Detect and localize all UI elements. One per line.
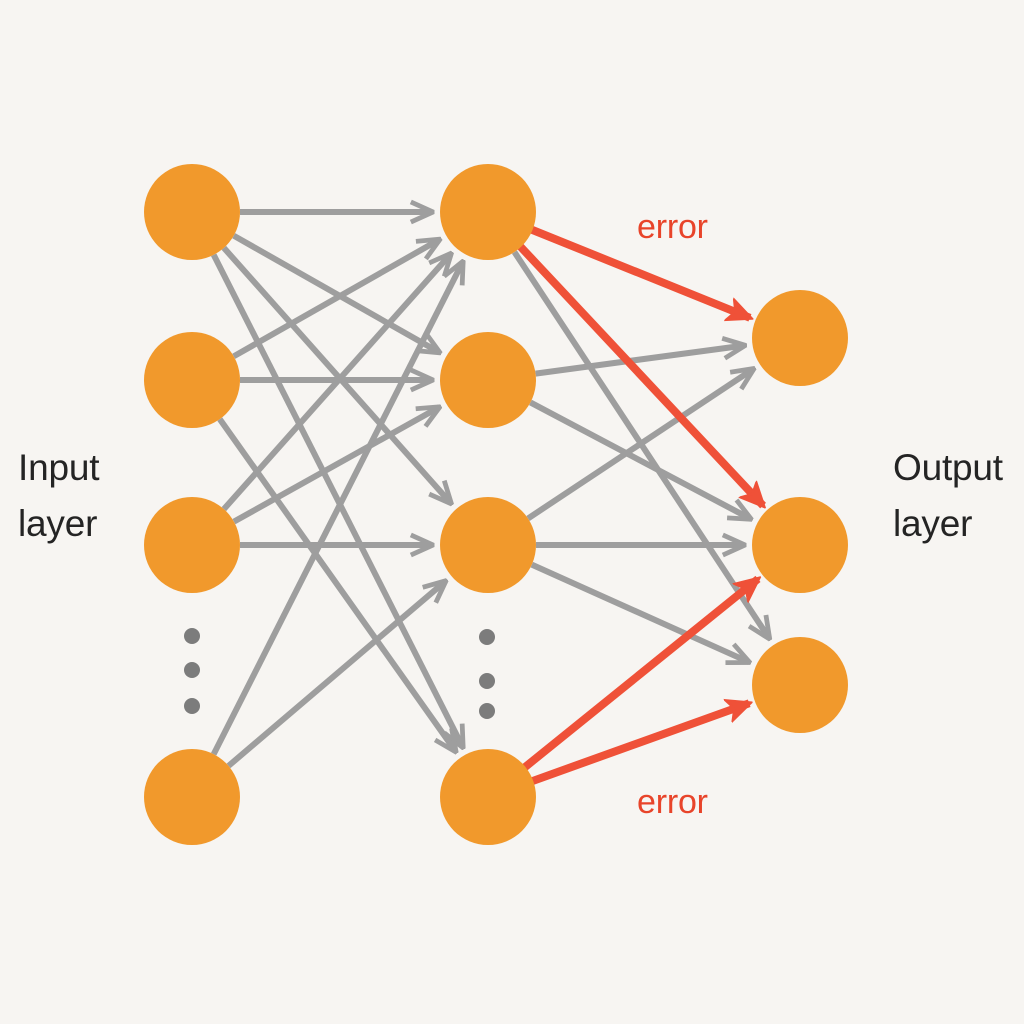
neuron-i3[interactable] <box>144 497 240 593</box>
ellipsis-dot-input-0 <box>184 628 200 644</box>
ellipsis-dot-input-2 <box>184 698 200 714</box>
neuron-o3[interactable] <box>752 637 848 733</box>
ellipsis-dot-input-1 <box>184 662 200 678</box>
edge-i4-h1 <box>210 262 463 756</box>
ellipsis-dot-hidden-0 <box>479 629 495 645</box>
neuron-h1[interactable] <box>440 164 536 260</box>
neuron-i2[interactable] <box>144 332 240 428</box>
ellipsis-group <box>184 628 495 719</box>
neuron-i4[interactable] <box>144 749 240 845</box>
neuron-o2[interactable] <box>752 497 848 593</box>
error-edge-h1-o1 <box>529 225 750 322</box>
edge-i2-h1 <box>232 240 440 359</box>
edge-i1-h2 <box>232 233 440 353</box>
error-label-bottom: error <box>637 783 708 821</box>
nodes-group <box>144 164 848 845</box>
edge-i3-h1 <box>221 254 451 512</box>
ellipsis-dot-hidden-2 <box>479 703 495 719</box>
edge-i1-h3 <box>221 245 451 503</box>
error-edge-h4-o3 <box>529 703 749 786</box>
neuron-h3[interactable] <box>440 497 536 593</box>
edge-i2-h4 <box>217 417 456 751</box>
edge-i1-h4 <box>210 253 463 747</box>
edge-h3-o3 <box>530 561 749 662</box>
neuron-h2[interactable] <box>440 332 536 428</box>
error-edge-h1-o2 <box>516 242 763 506</box>
neuron-o1[interactable] <box>752 290 848 386</box>
edge-i3-h2 <box>232 407 439 525</box>
neuron-h4[interactable] <box>440 749 536 845</box>
ellipsis-dot-hidden-1 <box>479 673 495 689</box>
output-layer-label: Output layer <box>893 447 1003 545</box>
edge-h2-o1 <box>535 345 745 377</box>
forward-edges-group <box>210 212 770 769</box>
error-edges-group <box>516 225 763 786</box>
error-label-top: error <box>637 208 708 246</box>
edge-i4-h3 <box>226 581 446 769</box>
edge-h3-o1 <box>526 369 753 521</box>
error-edge-h4-o2 <box>521 575 758 772</box>
neuron-i1[interactable] <box>144 164 240 260</box>
input-layer-label: Input layer <box>18 447 100 545</box>
edge-h2-o2 <box>529 399 750 518</box>
